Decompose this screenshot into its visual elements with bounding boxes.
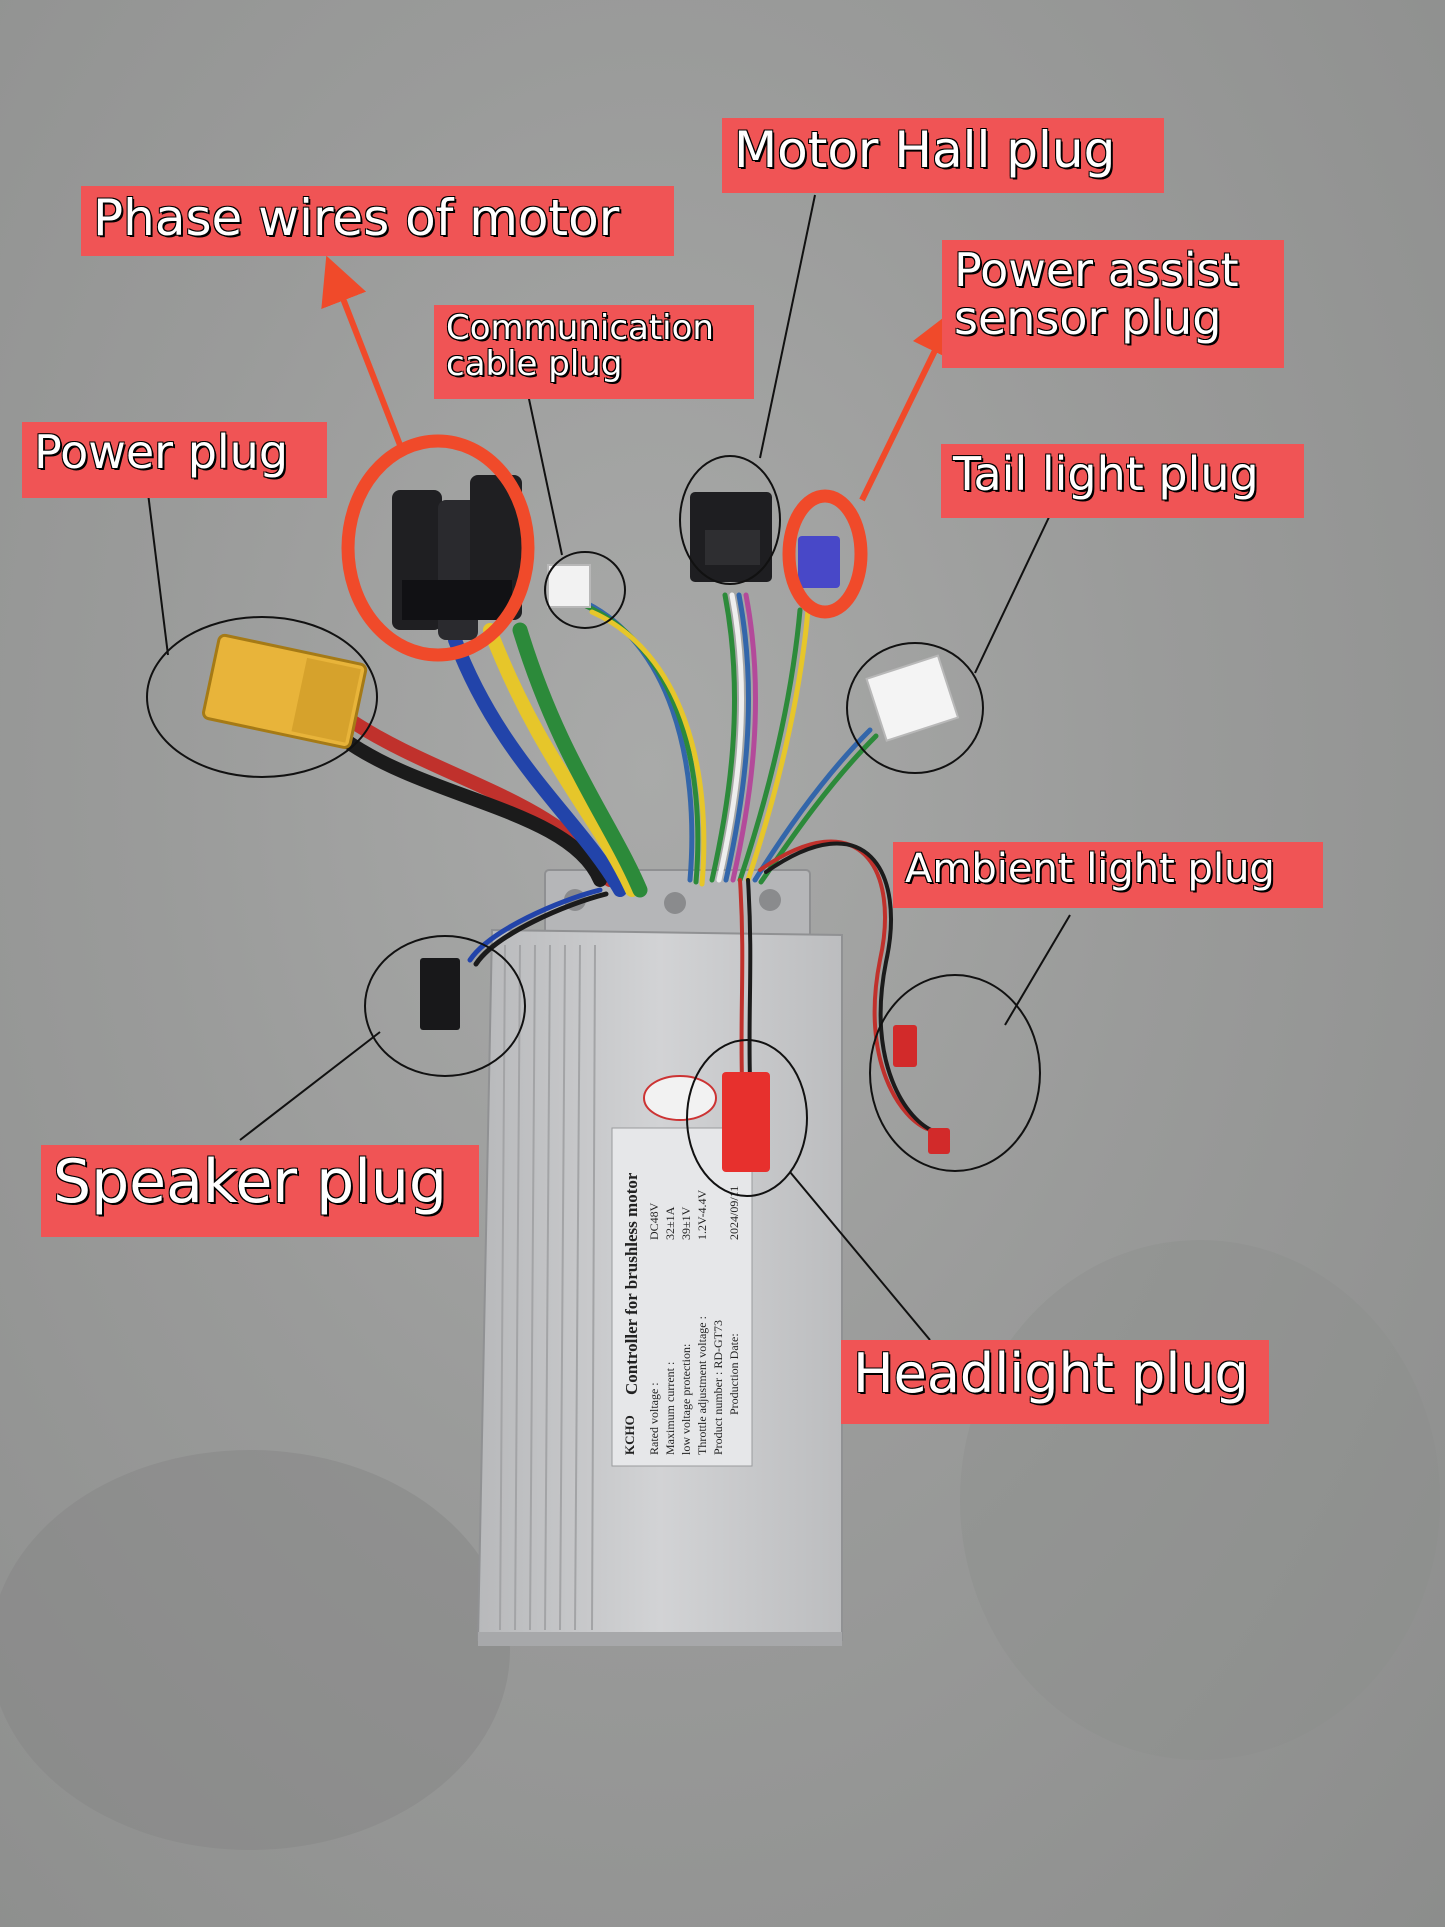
label-communication-line2: cable plug [446,343,623,384]
tail-light-connector [865,654,960,742]
label-headlight: Headlight plug [841,1340,1269,1424]
tail-light-circle [846,642,984,774]
communication-circle [544,551,626,629]
power-plug-circle [146,616,378,778]
sticker-row-key: Production Date: [727,1333,741,1415]
label-phase-wires: Phase wires of motor [81,186,674,256]
phase-wire-connectors [392,475,522,640]
sticker-row-value: 39±1V [679,1206,693,1240]
communication-connector [547,564,591,608]
sticker-row-key: Product number : RD-GT73 [711,1320,725,1455]
sticker-row-key: Maximum current : [663,1362,677,1455]
label-power-assist-line2: sensor plug [954,291,1222,346]
power-connector [202,633,368,749]
label-speaker: Speaker plug [41,1145,479,1237]
label-power-plug: Power plug [22,422,327,498]
controller-sticker: KCHO Controller for brushless motor Rate… [611,1127,753,1467]
qc-sticker [643,1075,717,1121]
sticker-row-value: 32±1A [663,1206,677,1240]
ambient-light-connectors [893,1025,950,1154]
sticker-brand: KCHO [622,1415,637,1455]
power-assist-circle [782,489,868,619]
label-ambient-light: Ambient light plug [893,842,1323,908]
phase-wires-circle [341,434,535,662]
label-communication-line1: Communication [446,308,714,348]
label-tail-light: Tail light plug [941,444,1304,518]
highlight-circles [341,434,868,662]
leader-lines [147,194,1071,1341]
headlight-connector [722,1072,770,1172]
sticker-row-value: DC48V [647,1202,661,1240]
sticker-title: Controller for brushless motor [622,1172,641,1395]
annotation-circles [146,455,1041,1197]
label-power-assist-line1: Power assist [954,243,1239,297]
sticker-row-value: 1.2V-4.4V [695,1189,709,1240]
speaker-circle [364,935,526,1077]
ambient-light-circle [869,974,1041,1172]
motor-hall-connector [690,492,772,582]
speaker-connector [420,958,460,1030]
headlight-circle [686,1039,808,1197]
sticker-row-key: Rated voltage : [647,1382,661,1455]
power-assist-connector [798,536,840,588]
sticker-row-key: low voltage protection: [679,1344,693,1455]
sticker-row-value: 2024/09/11 [727,1186,741,1240]
label-power-assist: Power assist sensor plug [942,240,1284,368]
label-motor-hall: Motor Hall plug [722,118,1164,193]
highlight-arrows [321,255,957,502]
label-communication: Communication cable plug [434,305,754,399]
wire-bundle [338,592,938,1134]
sticker-row-key: Throttle adjustment voltage : [695,1316,709,1455]
motor-hall-circle [679,455,781,585]
